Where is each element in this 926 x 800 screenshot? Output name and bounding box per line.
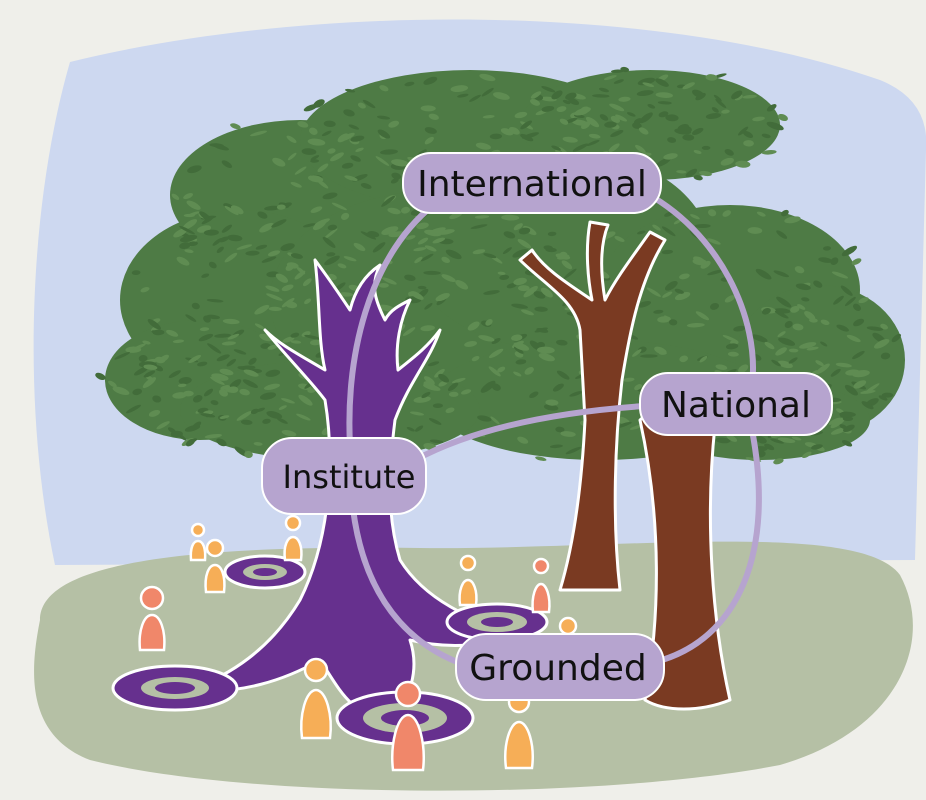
person-figure (392, 682, 423, 770)
leaf (882, 393, 893, 398)
node-label-national: National (661, 385, 811, 426)
leaf (702, 146, 711, 150)
node-national: National (640, 373, 832, 435)
leaf (518, 285, 530, 291)
leaf (242, 366, 256, 370)
node-grounded: Grounded (456, 634, 664, 700)
node-institute: Institute (262, 438, 426, 514)
person-figure (301, 659, 330, 738)
node-international: International (403, 153, 661, 213)
node-label-institute: Institute (283, 458, 416, 496)
node-label-grounded: Grounded (469, 648, 646, 689)
leaf (659, 352, 667, 355)
person-figure (505, 692, 532, 768)
node-label-international: International (417, 164, 647, 205)
